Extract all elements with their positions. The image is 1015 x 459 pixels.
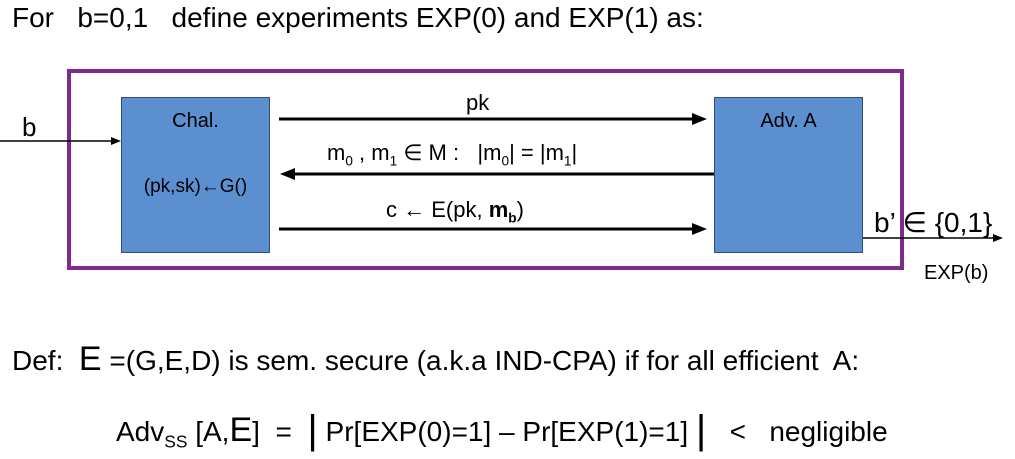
experiment-frame (67, 69, 904, 270)
adversary-box: Adv. A (714, 97, 863, 253)
input-b-label: b (22, 112, 37, 142)
advantage-formula: AdvSS [A,E] = | Pr[EXP(0)=1] – Pr[EXP(1)… (116, 408, 888, 452)
challenger-title: Chal. (172, 110, 219, 132)
output-bprime-label: b’ ∈ {0,1} (874, 207, 993, 238)
exp-b-label: EXP(b) (924, 262, 989, 284)
messages-label: m0 , m1 ∈ M : |m0| = |m1| (327, 140, 578, 169)
output-arrowhead (993, 234, 1003, 242)
pk-arrowhead (692, 113, 707, 125)
ciphertext-label: c ← E(pk, mb) (386, 197, 524, 226)
messages-arrowhead (280, 168, 295, 180)
challenger-box: Chal. (pk,sk)←G() (121, 97, 270, 253)
pk-label: pk (466, 90, 490, 115)
key-generation-label: (pk,sk)←G() (143, 176, 248, 197)
adversary-title: Adv. A (760, 110, 817, 132)
definition-line: Def: E =(G,E,D) is sem. secure (a.k.a IN… (12, 340, 860, 378)
ciphertext-arrowhead (692, 223, 707, 235)
input-b-arrowhead (111, 137, 121, 145)
heading: For b=0,1 define experiments EXP(0) and … (12, 2, 704, 33)
